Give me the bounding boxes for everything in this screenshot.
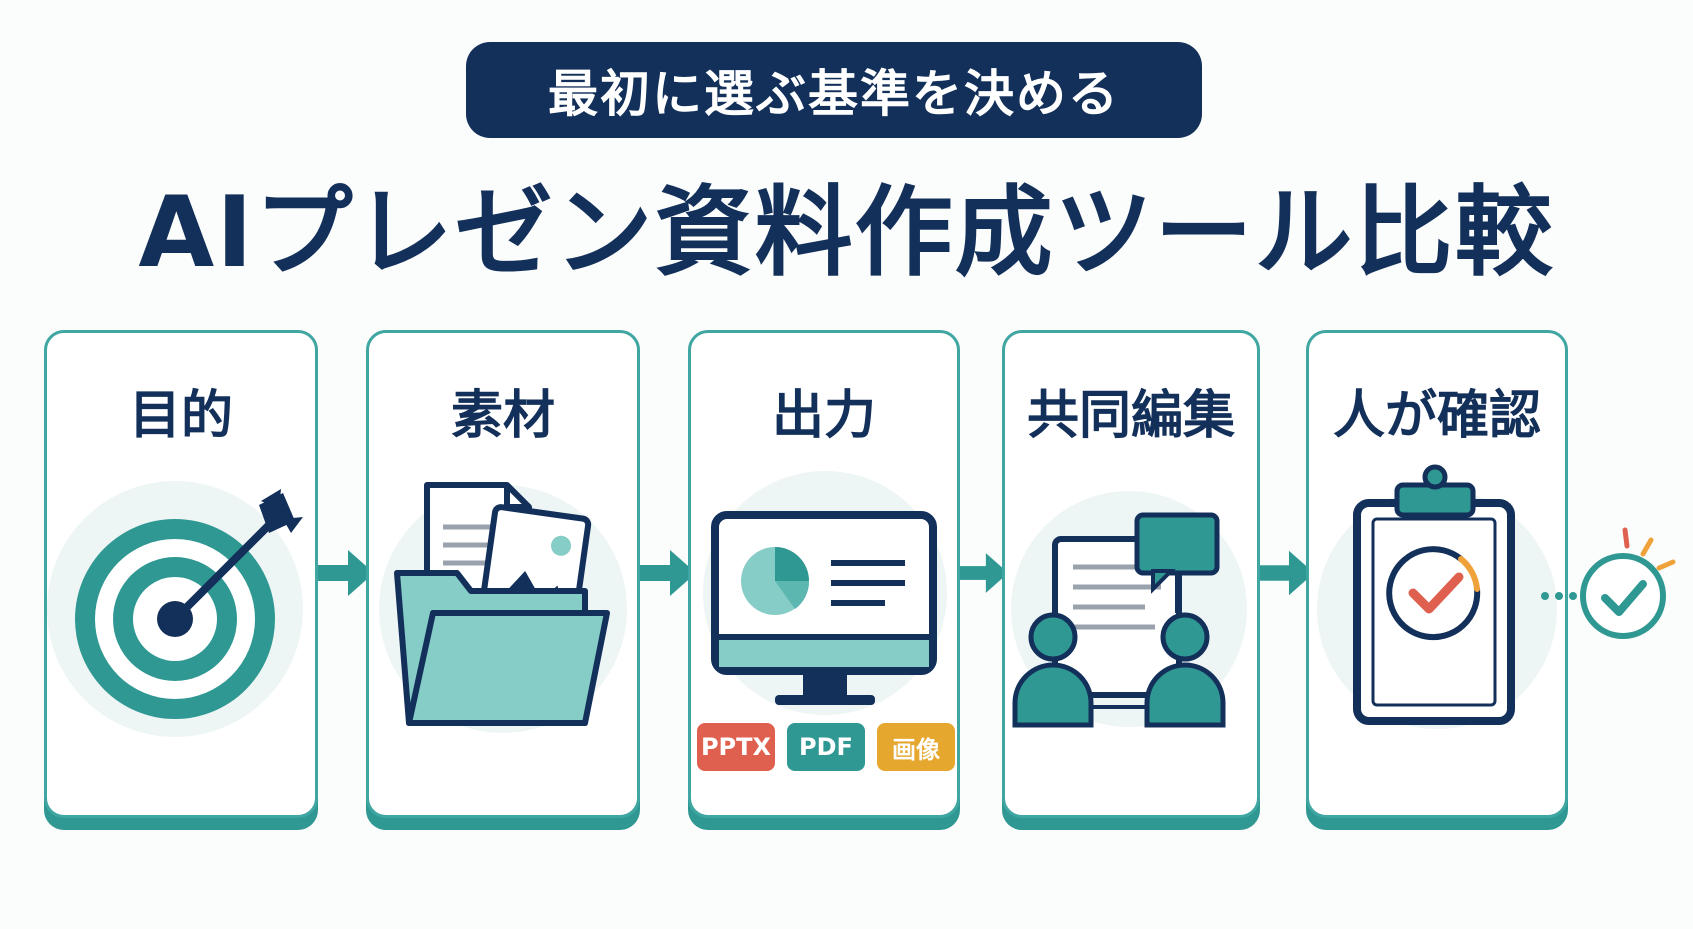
target-icon <box>47 481 303 737</box>
arrow-right-icon <box>640 550 696 596</box>
step-label: 目的 <box>128 386 233 446</box>
collaboration-icon <box>1011 491 1247 728</box>
format-badges: PPTX PDF 画像 <box>697 723 955 771</box>
format-label: PDF <box>799 733 853 761</box>
step-label: 共同編集 <box>1026 386 1235 446</box>
step-card-human-review: 人が確認 <box>1306 330 1568 818</box>
format-label: PPTX <box>700 733 772 761</box>
step-label: 出力 <box>771 386 876 446</box>
page-title: AIプレゼン資料作成ツール比較 <box>138 176 1555 290</box>
subtitle-banner: 最初に選ぶ基準を決める <box>466 42 1202 138</box>
step-label: 人が確認 <box>1332 386 1541 446</box>
format-badge-pptx: PPTX <box>697 723 775 771</box>
check-circle-icon <box>1541 527 1676 639</box>
arrow-right-icon <box>318 550 374 596</box>
folder-icon <box>379 482 627 733</box>
step-label: 素材 <box>450 386 555 446</box>
clipboard-check-icon <box>1317 464 1557 729</box>
step-card-collaboration: 共同編集 <box>1002 330 1260 818</box>
arrow-right-icon <box>960 553 1009 593</box>
subtitle-text: 最初に選ぶ基準を決める <box>548 65 1120 123</box>
format-badge-pdf: PDF <box>787 723 865 771</box>
step-card-purpose: 目的 <box>44 330 318 818</box>
step-card-materials: 素材 <box>366 330 640 818</box>
format-badge-image: 画像 <box>877 723 955 771</box>
arrow-right-icon <box>1260 550 1315 596</box>
format-label: 画像 <box>892 735 940 764</box>
step-card-output: 出力 PPTX PDF 画像 <box>688 330 960 818</box>
monitor-icon <box>703 471 947 715</box>
